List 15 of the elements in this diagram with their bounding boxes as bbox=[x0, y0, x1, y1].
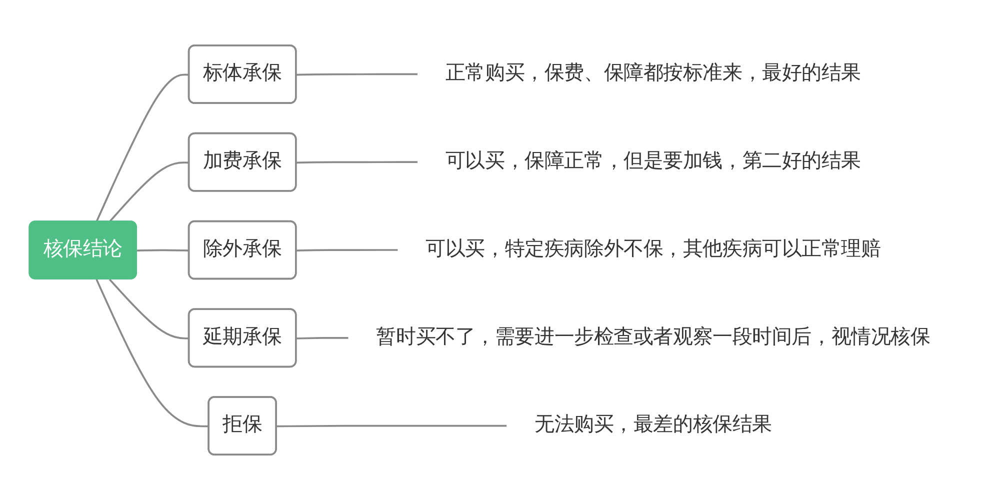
node-text: 可以买，特定疾病除外不保，其他疾病可以正常理赔 bbox=[425, 237, 881, 261]
connector bbox=[108, 278, 190, 340]
connector bbox=[136, 249, 190, 252]
node-text: 暂时买不了，需要进一步检查或者观察一段时间后，视情况核保 bbox=[376, 325, 930, 349]
connector bbox=[296, 73, 418, 76]
node-text: 可以买，保障正常，但是要加钱，第二好的结果 bbox=[445, 150, 861, 173]
connector bbox=[95, 279, 209, 428]
node-text: 无法购买，最差的核保结果 bbox=[534, 413, 772, 437]
connector bbox=[296, 336, 348, 340]
node-text: 正常购买，保费、保障都按标准来，最好的结果 bbox=[445, 62, 861, 85]
connector bbox=[95, 74, 190, 222]
connector bbox=[108, 162, 190, 222]
connector bbox=[296, 161, 418, 164]
connector bbox=[296, 249, 398, 252]
connector bbox=[276, 424, 506, 428]
